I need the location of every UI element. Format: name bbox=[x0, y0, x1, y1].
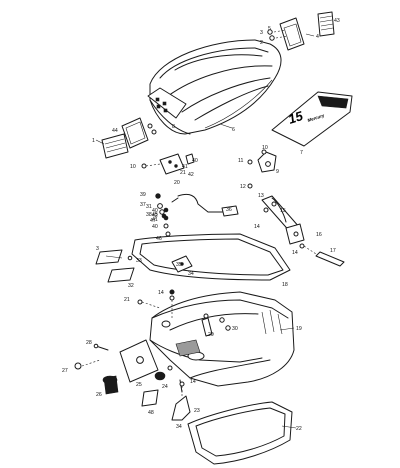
callout-37: 37 bbox=[140, 202, 146, 208]
callout-10: 10 bbox=[130, 164, 136, 170]
callout-labels: 1 2 3 3 4 5 6 7 8 9 10 10 11 12 13 14 14… bbox=[62, 18, 340, 432]
callout-30: 30 bbox=[232, 326, 238, 332]
callout-29: 29 bbox=[208, 332, 214, 338]
callout-18: 18 bbox=[282, 282, 288, 288]
callout-45: 45 bbox=[152, 212, 158, 218]
callout-21: 21 bbox=[180, 170, 186, 176]
shaft-17 bbox=[299, 243, 345, 267]
callout-42b: 42 bbox=[152, 213, 158, 219]
callout-10b: 10 bbox=[262, 145, 268, 151]
screw-27-28 bbox=[74, 343, 109, 370]
callout-46: 46 bbox=[156, 236, 162, 242]
callout-27: 27 bbox=[62, 368, 68, 374]
decal-model-number: 15 bbox=[286, 108, 305, 127]
callout-40: 40 bbox=[152, 208, 158, 214]
callout-3b: 3 bbox=[96, 246, 99, 252]
callout-40b: 40 bbox=[192, 158, 198, 164]
bottom-seal-22 bbox=[187, 401, 293, 465]
callout-34b: 34 bbox=[188, 271, 194, 277]
callout-35: 35 bbox=[176, 262, 182, 268]
callout-8: 8 bbox=[172, 124, 175, 130]
side-plate-25 bbox=[119, 339, 159, 383]
callout-13: 13 bbox=[258, 193, 264, 199]
front-plate-44 bbox=[121, 117, 149, 149]
callout-31: 31 bbox=[146, 204, 152, 210]
bottom-cowl-19 bbox=[149, 291, 295, 387]
callout-22: 22 bbox=[296, 426, 302, 432]
callout-1: 1 bbox=[92, 138, 95, 144]
callout-32: 32 bbox=[128, 283, 134, 289]
shift-lever-15 bbox=[247, 183, 305, 245]
gasket-frame-18 bbox=[131, 233, 291, 281]
callout-26: 26 bbox=[96, 392, 102, 398]
callout-7: 7 bbox=[300, 150, 303, 156]
callout-47: 47 bbox=[150, 218, 156, 224]
callout-20: 20 bbox=[174, 180, 180, 186]
callout-41b: 41 bbox=[152, 217, 158, 223]
flat-plate-32 bbox=[107, 255, 135, 283]
callout-16: 16 bbox=[316, 232, 322, 238]
callout-3: 3 bbox=[260, 30, 263, 36]
callout-6: 6 bbox=[232, 127, 235, 133]
callout-2: 2 bbox=[260, 40, 263, 46]
callout-33: 33 bbox=[136, 258, 142, 264]
callout-14: 14 bbox=[254, 224, 260, 230]
decal-brand-text: Mercury bbox=[307, 113, 326, 123]
callout-19: 19 bbox=[296, 326, 302, 332]
callout-24: 24 bbox=[162, 384, 168, 390]
screw-29-30 bbox=[219, 317, 231, 331]
grommet-26 bbox=[102, 375, 119, 395]
leader-lines bbox=[95, 33, 315, 429]
front-plate-1 bbox=[101, 133, 129, 159]
callout-40c: 40 bbox=[152, 224, 158, 230]
callout-43: 43 bbox=[334, 18, 340, 24]
callout-14c: 14 bbox=[158, 290, 164, 296]
clip-24-48 bbox=[141, 365, 183, 407]
callout-9: 9 bbox=[276, 169, 279, 175]
callout-12: 12 bbox=[240, 184, 246, 190]
callout-21b: 21 bbox=[124, 297, 130, 303]
callout-38: 38 bbox=[146, 212, 152, 218]
rear-cover-plate-4 bbox=[267, 17, 305, 51]
callout-39: 39 bbox=[140, 192, 146, 198]
callout-36: 36 bbox=[226, 207, 232, 213]
callout-34: 34 bbox=[176, 424, 182, 430]
callout-5: 5 bbox=[268, 26, 271, 32]
callout-14d: 14 bbox=[190, 379, 196, 385]
flat-plate-3 bbox=[95, 249, 123, 265]
screws-2-3 bbox=[147, 123, 157, 135]
callout-44: 44 bbox=[112, 128, 118, 134]
fitting-14-stack bbox=[137, 289, 175, 318]
callout-28: 28 bbox=[86, 340, 92, 346]
bracket-23 bbox=[171, 381, 191, 421]
linkage-rod bbox=[171, 193, 239, 217]
callout-15: 15 bbox=[280, 208, 286, 214]
callout-25: 25 bbox=[136, 382, 142, 388]
callout-4: 4 bbox=[316, 34, 319, 40]
washer-stack-37-38 bbox=[155, 193, 171, 247]
callout-11: 11 bbox=[238, 158, 243, 164]
callout-42: 42 bbox=[188, 172, 194, 178]
callout-14b: 14 bbox=[292, 250, 298, 256]
model-decal-15: 15 Mercury bbox=[271, 91, 353, 147]
latch-bracket-20 bbox=[141, 153, 195, 175]
callout-41: 41 bbox=[182, 164, 188, 170]
callout-48: 48 bbox=[148, 410, 154, 416]
decal-plate-43 bbox=[317, 11, 335, 37]
callout-17: 17 bbox=[330, 248, 336, 254]
top-cowl bbox=[147, 39, 282, 135]
latch-hook-9 bbox=[247, 149, 277, 173]
callout-23: 23 bbox=[194, 408, 200, 414]
